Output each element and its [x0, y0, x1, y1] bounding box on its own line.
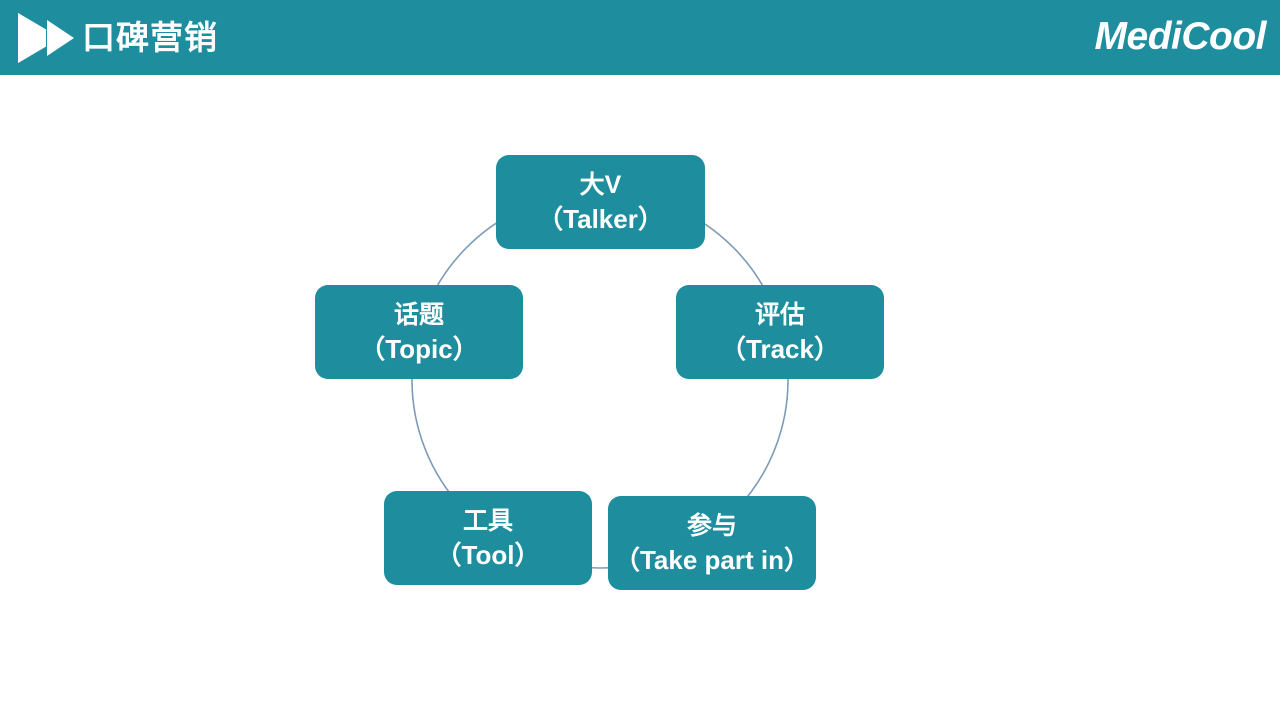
brand-logo: MediCool: [1094, 15, 1267, 58]
node-talker[interactable]: 大V （Talker）: [496, 155, 705, 249]
cycle-diagram: 话题 （Topic） 大V （Talker） 评估 （Track） 工具 （To…: [0, 75, 1280, 720]
node-take-part-in-cn: 参与: [686, 511, 737, 540]
node-tool-cn: 工具: [462, 506, 513, 535]
node-take-part-in-en: （Take part in）: [613, 544, 810, 575]
node-track[interactable]: 评估 （Track）: [676, 285, 884, 379]
node-topic-en: （Topic）: [359, 333, 479, 364]
node-talker-cn: 大V: [579, 170, 622, 199]
node-track-en: （Track）: [720, 333, 840, 364]
header-bar: 口碑营销 MediCool: [0, 0, 1280, 75]
node-topic-cn: 话题: [393, 300, 444, 329]
node-track-cn: 评估: [754, 300, 805, 329]
node-tool-en: （Tool）: [435, 539, 541, 570]
page-title: 口碑营销: [82, 19, 218, 56]
node-take-part-in[interactable]: 参与 （Take part in）: [608, 496, 816, 590]
node-tool[interactable]: 工具 （Tool）: [384, 491, 592, 585]
node-talker-en: （Talker）: [537, 203, 664, 234]
play-triangle-icon: [16, 11, 76, 65]
node-topic[interactable]: 话题 （Topic）: [315, 285, 523, 379]
